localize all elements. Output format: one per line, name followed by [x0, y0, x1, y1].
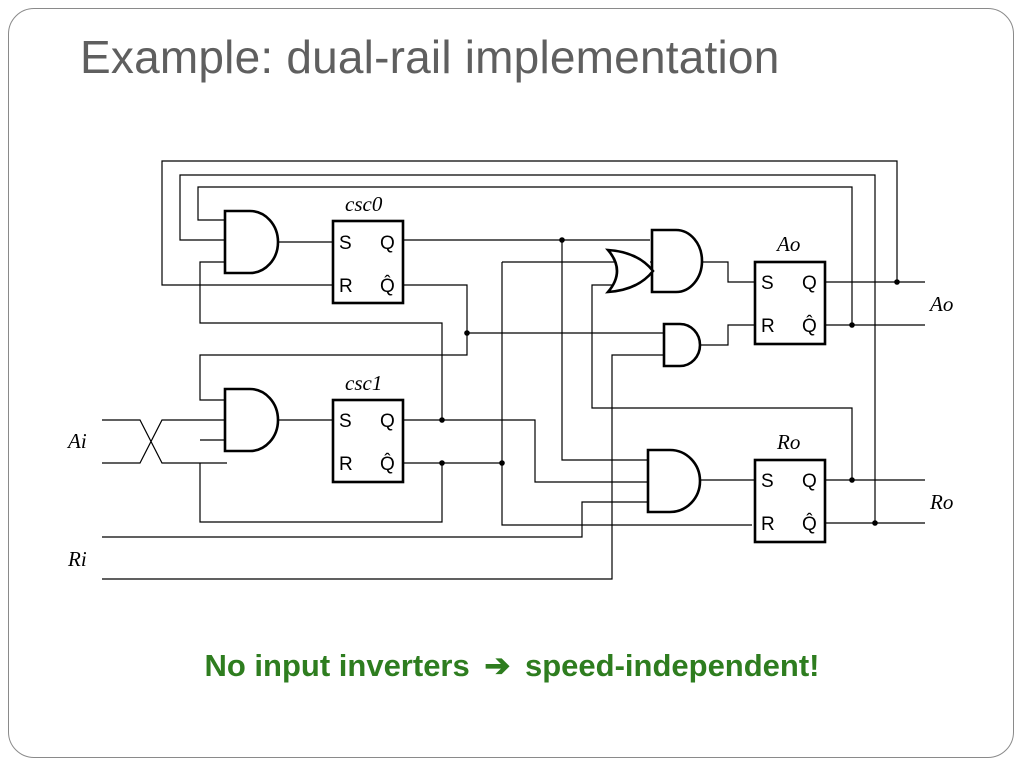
- pin-r: R: [761, 316, 775, 337]
- and-gate-ao-reset: [662, 322, 702, 368]
- pin-qbar: Q̂: [380, 275, 395, 297]
- wire-feedback-ao-rail: [197, 186, 853, 325]
- pin-qbar: Q̂: [802, 315, 817, 337]
- pin-s: S: [761, 273, 774, 294]
- gates: [223, 209, 704, 514]
- and-gate-ao-set: [650, 228, 704, 294]
- wires: [102, 160, 925, 580]
- input-label-ri: Ri: [67, 547, 87, 571]
- wire-feedback-ao-q: [161, 160, 898, 286]
- conclusion-text: No input inverters ➔ speed-independent!: [0, 648, 1024, 684]
- wire-csc1qbar-loop: [199, 463, 443, 523]
- flipflop-csc0: S Q R Q̂ csc0: [331, 192, 405, 305]
- pin-q: Q: [802, 471, 817, 492]
- flipflop-box: [331, 219, 405, 305]
- pin-s: S: [761, 471, 774, 492]
- conclusion-part2: speed-independent!: [524, 648, 820, 683]
- wire-csc0q-to-ro-and: [561, 240, 648, 461]
- wire-ai-rail1: [102, 419, 227, 464]
- junction-dot: [894, 279, 900, 285]
- wire-csc1qbar-to-ro-r: [501, 262, 752, 526]
- flipflop-label: csc1: [345, 371, 382, 395]
- wire-ai-rail0: [102, 419, 227, 464]
- junction-dot: [849, 477, 855, 483]
- junction-dot: [464, 330, 470, 336]
- pin-q: Q: [380, 233, 395, 254]
- flipflop-label: csc0: [345, 192, 383, 216]
- and-gate-csc0: [223, 209, 280, 275]
- pin-qbar: Q̂: [380, 453, 395, 475]
- output-label-ao: Ao: [928, 292, 953, 316]
- and-gate-csc1: [223, 387, 280, 453]
- flipflop-label: Ro: [776, 430, 800, 454]
- flipflop-box: [753, 260, 827, 346]
- pin-s: S: [339, 411, 352, 432]
- junction-dot: [439, 417, 445, 423]
- junctions: [439, 237, 900, 526]
- flipflop-ro: S Q R Q̂ Ro: [753, 430, 827, 544]
- output-label-ro: Ro: [929, 490, 953, 514]
- junction-dot: [849, 322, 855, 328]
- wire-csc0qbar-to-gateB: [199, 284, 468, 401]
- junction-dot: [439, 460, 445, 466]
- and-gate-ro-set: [646, 448, 702, 514]
- wire-csc1q-to-ro-and: [403, 419, 648, 483]
- input-label-ai: Ai: [66, 429, 87, 453]
- junction-dot: [559, 237, 565, 243]
- flipflop-box: [753, 458, 827, 544]
- or-gate-ao-set: [605, 248, 655, 294]
- right-arrow-icon: ➔: [484, 648, 511, 683]
- junction-dot: [872, 520, 878, 526]
- pin-s: S: [339, 233, 352, 254]
- pin-r: R: [339, 276, 353, 297]
- junction-dot: [499, 460, 505, 466]
- slide-frame: [8, 8, 1014, 758]
- wire-and-to-ao-s: [700, 261, 755, 283]
- wire-feedback-ro-rail: [179, 174, 876, 523]
- flipflop-csc1: S Q R Q̂ csc1: [331, 371, 405, 484]
- slide-title: Example: dual-rail implementation: [80, 31, 780, 83]
- pin-qbar: Q̂: [802, 513, 817, 535]
- wire-ri-rail1: [102, 354, 665, 580]
- flipflop-label: Ao: [775, 232, 800, 256]
- pin-r: R: [761, 514, 775, 535]
- pin-r: R: [339, 454, 353, 475]
- wire-small-and-to-ao-r: [700, 324, 755, 346]
- pin-q: Q: [802, 273, 817, 294]
- flipflop-box: [331, 398, 405, 484]
- conclusion-part1: No input inverters: [204, 648, 470, 683]
- flipflop-ao: S Q R Q̂ Ao: [753, 232, 827, 346]
- wire-ri-rail0: [102, 501, 648, 538]
- pin-q: Q: [380, 411, 395, 432]
- wire-or-in-feedback: [591, 284, 853, 480]
